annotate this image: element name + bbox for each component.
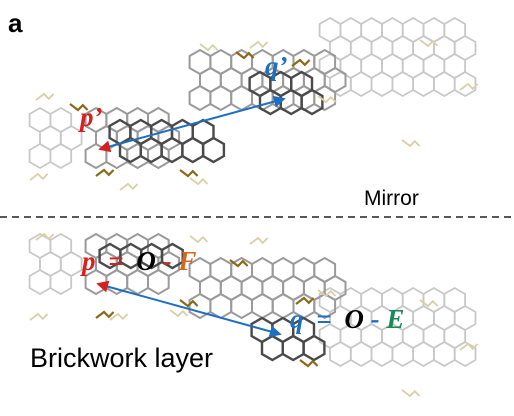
- brickwork-layer-label: Brickwork layer: [30, 343, 213, 373]
- alkyl-chain: [317, 95, 337, 104]
- alkyl-chain: [249, 236, 269, 245]
- alkyl-chain: [69, 103, 89, 112]
- benzene-ring: [126, 142, 149, 170]
- alkyl-chain: [179, 169, 199, 178]
- benzene-ring: [139, 136, 163, 164]
- benzene-ring: [28, 142, 52, 170]
- benzene-ring: [209, 84, 233, 112]
- p-symbol: p: [80, 246, 96, 276]
- alkyl-chain: [189, 177, 209, 186]
- benzene-ring: [349, 70, 373, 98]
- alkyl-chain: [401, 389, 421, 398]
- panel-letter: a: [8, 8, 23, 38]
- benzene-ring: [412, 70, 435, 98]
- benzene-ring: [105, 142, 129, 170]
- benzene-ring: [160, 136, 184, 164]
- alkyl-chain: [109, 312, 129, 321]
- alkyl-chain: [299, 359, 319, 368]
- benzene-ring: [349, 340, 373, 368]
- alkyl-chain: [95, 168, 115, 177]
- q-dash: -: [371, 304, 380, 334]
- benzene-ring: [147, 142, 170, 170]
- alkyl-chain: [35, 92, 55, 101]
- alkyl-chain: [419, 299, 439, 308]
- vector-q-prime-label: q’: [265, 51, 288, 81]
- benzene-ring: [49, 142, 73, 170]
- alkyl-chain: [199, 43, 219, 52]
- alkyl-chain: [235, 51, 255, 60]
- q-atom-o: O: [344, 304, 364, 334]
- alkyl-chain: [459, 342, 479, 351]
- benzene-ring: [160, 242, 184, 270]
- alkyl-chain: [189, 235, 209, 244]
- benzene-ring: [433, 340, 456, 368]
- benzene-ring: [181, 136, 205, 164]
- vector-p-prime-label: p’: [78, 102, 103, 132]
- alkyl-chain: [401, 139, 421, 148]
- benzene-ring: [313, 292, 337, 320]
- benzene-ring: [84, 142, 108, 170]
- alkyl-chain: [29, 312, 49, 321]
- benzene-ring: [329, 70, 352, 98]
- benzene-ring: [370, 340, 394, 368]
- benzene-ring: [279, 88, 303, 116]
- p-equals: =: [108, 246, 123, 276]
- p-atom-o: O: [136, 246, 156, 276]
- alkyl-chain: [317, 289, 337, 298]
- benzene-ring: [260, 334, 284, 362]
- benzene-ring: [453, 340, 477, 368]
- benzene-ring: [453, 70, 477, 98]
- benzene-ring: [433, 70, 456, 98]
- vector-arrow-top: [98, 95, 286, 153]
- benzene-ring: [201, 136, 226, 164]
- benzene-ring: [391, 70, 414, 98]
- alkyl-chain: [295, 296, 315, 305]
- q-equals: =: [316, 304, 331, 334]
- alkyl-chain: [119, 182, 139, 191]
- alkyl-chain: [95, 310, 115, 319]
- benzene-ring: [329, 340, 352, 368]
- benzene-ring: [209, 292, 233, 320]
- benzene-ring: [391, 340, 414, 368]
- alkyl-chain: [459, 82, 479, 91]
- benzene-ring: [230, 292, 253, 320]
- alkyl-chain: [229, 259, 249, 268]
- alkyl-chain: [291, 58, 311, 67]
- benzene-ring: [251, 292, 274, 320]
- benzene-ring: [412, 340, 435, 368]
- alkyl-chain: [35, 232, 55, 241]
- mirror-label: Mirror: [364, 187, 419, 210]
- benzene-ring: [281, 334, 305, 362]
- alkyl-chain: [419, 39, 439, 48]
- benzene-ring: [188, 84, 212, 112]
- p-atom-f: F: [177, 246, 196, 276]
- benzene-ring: [28, 268, 52, 296]
- vector-q-equation: q = O - E: [290, 304, 404, 334]
- q-atom-e: E: [385, 304, 404, 334]
- benzene-ring: [370, 70, 394, 98]
- benzene-ring: [49, 268, 73, 296]
- alkyl-chain: [249, 40, 269, 49]
- benzene-ring: [300, 88, 324, 116]
- benzene-ring: [302, 334, 326, 362]
- vector-p-equation: p = O - F: [80, 246, 196, 276]
- alkyl-chain: [169, 309, 189, 318]
- alkyl-chain: [29, 172, 49, 181]
- q-symbol: q: [290, 304, 304, 334]
- p-dash: -: [163, 246, 172, 276]
- vector-arrow-bottom: [96, 280, 282, 338]
